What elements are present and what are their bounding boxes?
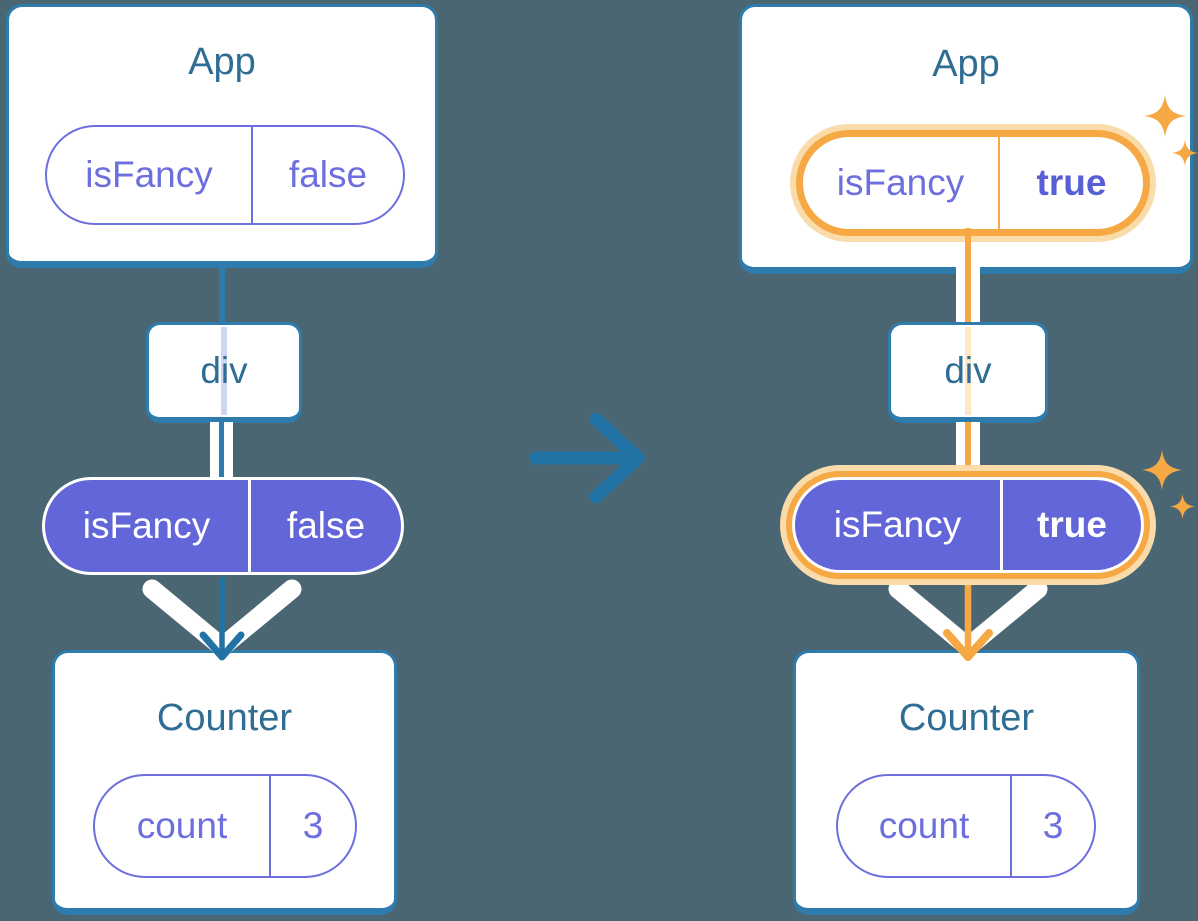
app-state-pill-highlighted: isFancy true bbox=[803, 137, 1143, 229]
connector-div-prop bbox=[956, 422, 980, 478]
prop-value: true bbox=[1000, 480, 1141, 570]
state-key: count bbox=[136, 805, 228, 846]
prop-value: false bbox=[248, 480, 401, 572]
prop-flow-arrow-icon bbox=[888, 577, 1048, 661]
div-box: div bbox=[888, 322, 1048, 423]
connector-div-prop bbox=[210, 422, 233, 478]
state-value: 3 bbox=[1010, 776, 1094, 876]
state-key: isFancy bbox=[85, 154, 213, 195]
pass-through-line bbox=[221, 327, 227, 415]
prop-pill-highlighted: isFancy true bbox=[792, 477, 1144, 573]
sparkle-icon bbox=[1170, 494, 1195, 519]
sparkle-icon bbox=[1172, 140, 1198, 166]
state-value: false bbox=[251, 127, 403, 223]
pass-through-line bbox=[965, 327, 971, 415]
div-box: div bbox=[146, 322, 302, 423]
counter-state-pill: count 3 bbox=[836, 774, 1096, 878]
counter-title: Counter bbox=[898, 697, 1035, 739]
state-key: count bbox=[878, 805, 970, 846]
sparkle-icon bbox=[1142, 450, 1182, 490]
div-label: div bbox=[944, 350, 992, 391]
app-title: App bbox=[932, 43, 1000, 85]
prop-key: isFancy bbox=[82, 505, 211, 546]
app-state-pill: isFancy false bbox=[45, 125, 405, 225]
app-title: App bbox=[188, 41, 256, 83]
div-label: div bbox=[200, 350, 248, 391]
sparkle-icon bbox=[1144, 95, 1186, 137]
prop-flow-arrow-icon bbox=[142, 577, 302, 661]
prop-pill: isFancy false bbox=[42, 477, 404, 575]
counter-card: Counter count 3 bbox=[793, 650, 1140, 915]
counter-state-pill: count 3 bbox=[93, 774, 357, 878]
prop-key: isFancy bbox=[833, 504, 962, 545]
connector-app-div bbox=[956, 266, 980, 322]
counter-card: Counter count 3 bbox=[52, 650, 397, 915]
connector-pill-card-edge bbox=[964, 228, 971, 268]
state-value: true bbox=[998, 137, 1143, 229]
counter-title: Counter bbox=[156, 697, 293, 739]
state-value: 3 bbox=[269, 776, 355, 876]
app-card: App isFancy false bbox=[6, 4, 438, 268]
state-key: isFancy bbox=[836, 162, 965, 203]
arrow-right-icon bbox=[529, 412, 645, 504]
connector-app-div bbox=[219, 265, 225, 323]
